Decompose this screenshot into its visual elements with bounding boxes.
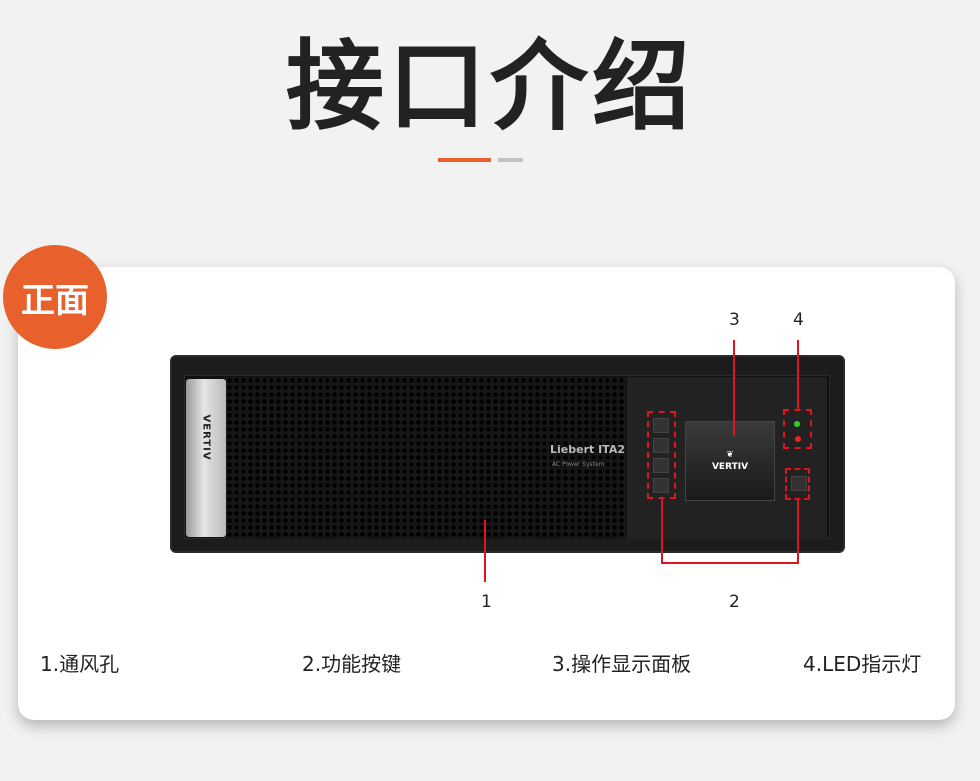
callout-number-2: 2 — [729, 592, 740, 612]
vertiv-icon: ❦ — [726, 450, 734, 460]
title-underline-gray — [498, 158, 523, 162]
legend-led: 4.LED指示灯 — [803, 652, 922, 676]
function-key — [653, 438, 669, 453]
callout-box-keys — [647, 411, 676, 499]
function-key — [653, 458, 669, 473]
brand-sublabel: AC Power System — [552, 461, 605, 468]
callout-line-2c — [661, 562, 799, 564]
handle: VERTIV — [186, 379, 226, 537]
function-key — [653, 418, 669, 433]
callout-number-4: 4 — [793, 310, 804, 330]
brand-label: Liebert ITA2 — [550, 443, 625, 456]
led-red — [795, 436, 801, 442]
display-screen: ❦ VERTIV — [685, 421, 775, 501]
callout-line-1 — [484, 520, 486, 582]
ventilation-grille — [226, 377, 626, 539]
vertiv-logo: VERTIV — [200, 414, 212, 461]
callout-box-power — [785, 468, 810, 500]
callout-number-3: 3 — [729, 310, 740, 330]
front-badge: 正面 — [3, 245, 107, 349]
callout-line-3 — [733, 340, 735, 436]
callout-line-4 — [797, 340, 799, 410]
legend-vent: 1.通风孔 — [40, 652, 120, 676]
callout-number-1: 1 — [481, 592, 492, 612]
led-green — [794, 421, 800, 427]
callout-box-led — [783, 409, 812, 449]
power-button — [791, 476, 807, 491]
callout-line-2b — [797, 500, 799, 564]
title-underline-accent — [438, 158, 491, 162]
callout-line-2a — [661, 499, 663, 564]
function-key — [653, 478, 669, 493]
legend-keys: 2.功能按键 — [302, 652, 402, 676]
page-title: 接口介绍 — [285, 30, 694, 144]
screen-logo: VERTIV — [711, 462, 749, 472]
legend-display: 3.操作显示面板 — [552, 652, 692, 676]
